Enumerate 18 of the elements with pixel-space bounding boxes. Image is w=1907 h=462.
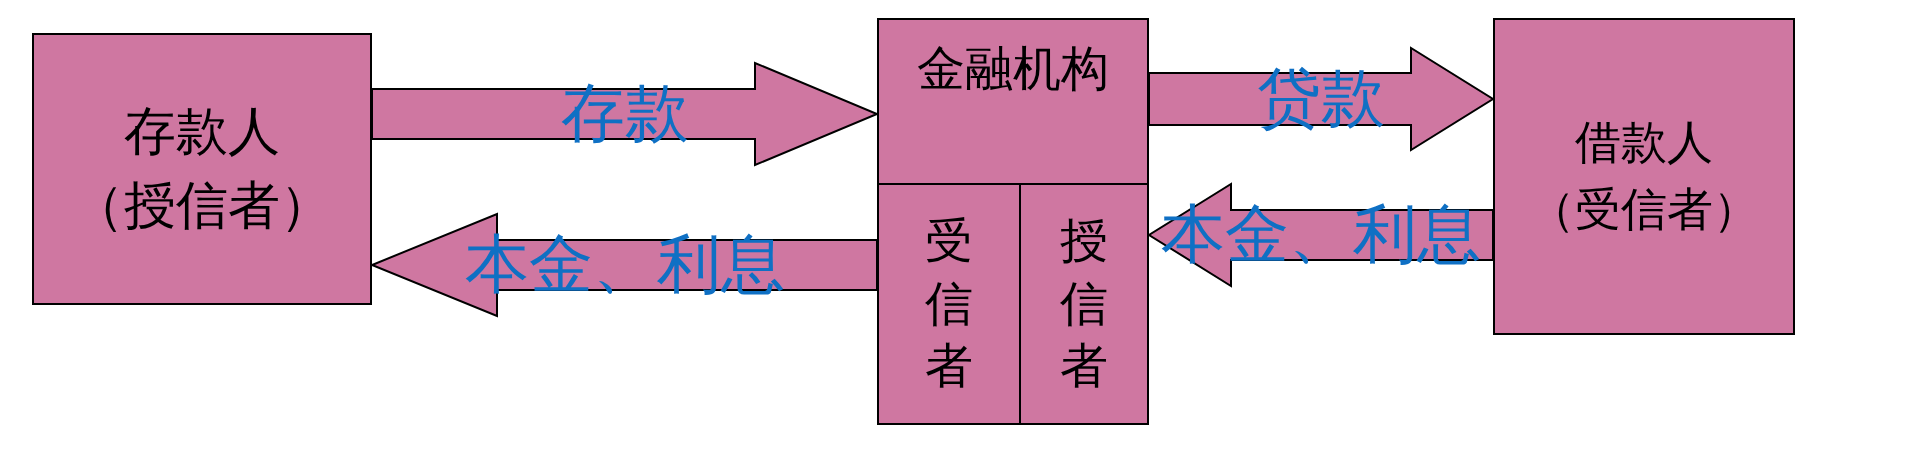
block-arrow <box>1148 46 1495 152</box>
block-arrow <box>371 61 880 167</box>
vertical-label: 受信者 <box>925 213 973 395</box>
node-label: 存款人 <box>124 106 280 158</box>
node-label: （授信者） <box>72 180 332 232</box>
process-box <box>1493 18 1795 335</box>
block-arrow <box>1147 182 1494 288</box>
node-label: 金融机构 <box>917 45 1109 93</box>
edge-label: 贷款 <box>1257 67 1385 131</box>
edge-label: 本金、利息 <box>464 233 785 297</box>
node-label: 借款人 <box>1575 120 1713 166</box>
edge-label: 本金、利息 <box>1161 203 1481 267</box>
block-arrow <box>369 212 878 318</box>
vertical-label: 授信者 <box>1060 213 1108 395</box>
node-label: （受信者） <box>1529 187 1759 233</box>
process-box <box>877 18 1149 425</box>
process-box <box>32 33 372 305</box>
edge-label: 存款 <box>560 82 689 146</box>
